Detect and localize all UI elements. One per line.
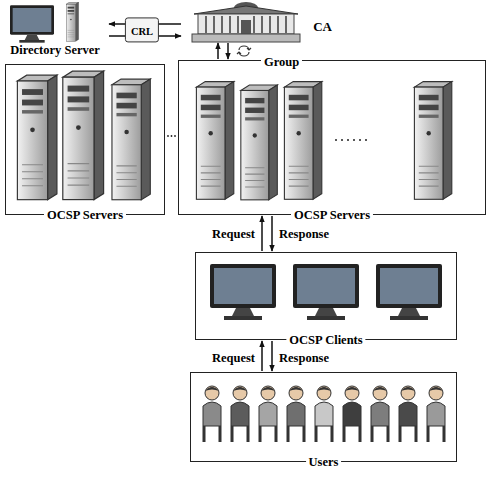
server-icon	[284, 82, 321, 200]
cycle-head	[237, 52, 241, 54]
edge-label: Request	[212, 351, 255, 365]
roof	[194, 6, 298, 14]
server-icon	[63, 71, 104, 199]
ellipsis-dots	[167, 135, 176, 137]
person-figure	[259, 386, 277, 442]
door	[241, 20, 251, 34]
server-icon	[241, 85, 277, 200]
arrow-connector	[217, 43, 219, 59]
person-figure	[203, 386, 221, 442]
node-label: OCSP Servers	[294, 208, 370, 222]
monitor-icon	[10, 5, 54, 42]
node-label: Group	[264, 55, 299, 69]
person-figure	[231, 386, 249, 442]
edge-label: Request	[212, 227, 255, 241]
cycle-icon	[237, 46, 251, 56]
columns	[206, 16, 286, 33]
person-figure	[343, 386, 361, 442]
node-label: OCSP Servers	[47, 208, 123, 222]
edge-label-holder: Response	[277, 223, 331, 242]
server-icon	[196, 82, 233, 200]
arrow-connector	[261, 341, 263, 371]
client-monitor	[210, 264, 276, 320]
node-label: CA	[313, 19, 332, 34]
label-holder: OCSP Clients	[286, 329, 365, 348]
client-monitor	[293, 264, 359, 320]
arrow-connector	[261, 216, 263, 251]
person-figure	[371, 386, 389, 442]
server-icon	[17, 75, 57, 200]
user-group-box: Users	[190, 372, 457, 462]
steps	[192, 34, 300, 42]
cycle-head	[247, 48, 251, 50]
node-label: Directory Server	[10, 43, 100, 57]
edge-label-holder: Request	[210, 223, 257, 242]
label-holder: OCSP Servers	[291, 204, 373, 223]
tower-icon	[66, 2, 78, 41]
person-figure	[287, 386, 305, 442]
arrow-connector	[271, 341, 273, 371]
arrow-connector	[271, 216, 273, 251]
edge-label: Response	[279, 351, 329, 365]
edge-label: Response	[279, 227, 329, 241]
server-group-box: OCSP Servers	[5, 64, 165, 215]
client-group-box: OCSP Clients	[195, 252, 457, 340]
server-icon	[112, 79, 150, 200]
crl-document: CRL	[125, 17, 159, 42]
label-holder: OCSP Servers	[44, 204, 126, 223]
arrow-connector	[227, 43, 229, 59]
edge-label: CRL	[131, 26, 153, 37]
client-monitor	[376, 264, 442, 320]
label-holder: Directory Server	[10, 39, 100, 58]
edge-label-holder: Response	[277, 347, 331, 366]
node-label: Users	[309, 455, 339, 469]
person-figure	[315, 386, 333, 442]
ellipsis-dots	[335, 139, 367, 141]
facade	[198, 14, 294, 34]
server-icon	[414, 82, 451, 200]
ca-node: CA	[182, 2, 332, 42]
ca-building	[192, 2, 300, 42]
label-holder: CA	[313, 16, 332, 35]
label-holder: Group	[261, 51, 302, 70]
server-group-box: GroupOCSP Servers	[178, 60, 486, 215]
directory-server-node: Directory Server	[2, 2, 108, 58]
user-figures	[203, 386, 445, 442]
person-figure	[427, 386, 445, 442]
label-holder: Users	[306, 451, 342, 470]
person-figure	[399, 386, 417, 442]
edge-label-holder: Request	[210, 347, 257, 366]
node-label: OCSP Clients	[289, 333, 362, 347]
